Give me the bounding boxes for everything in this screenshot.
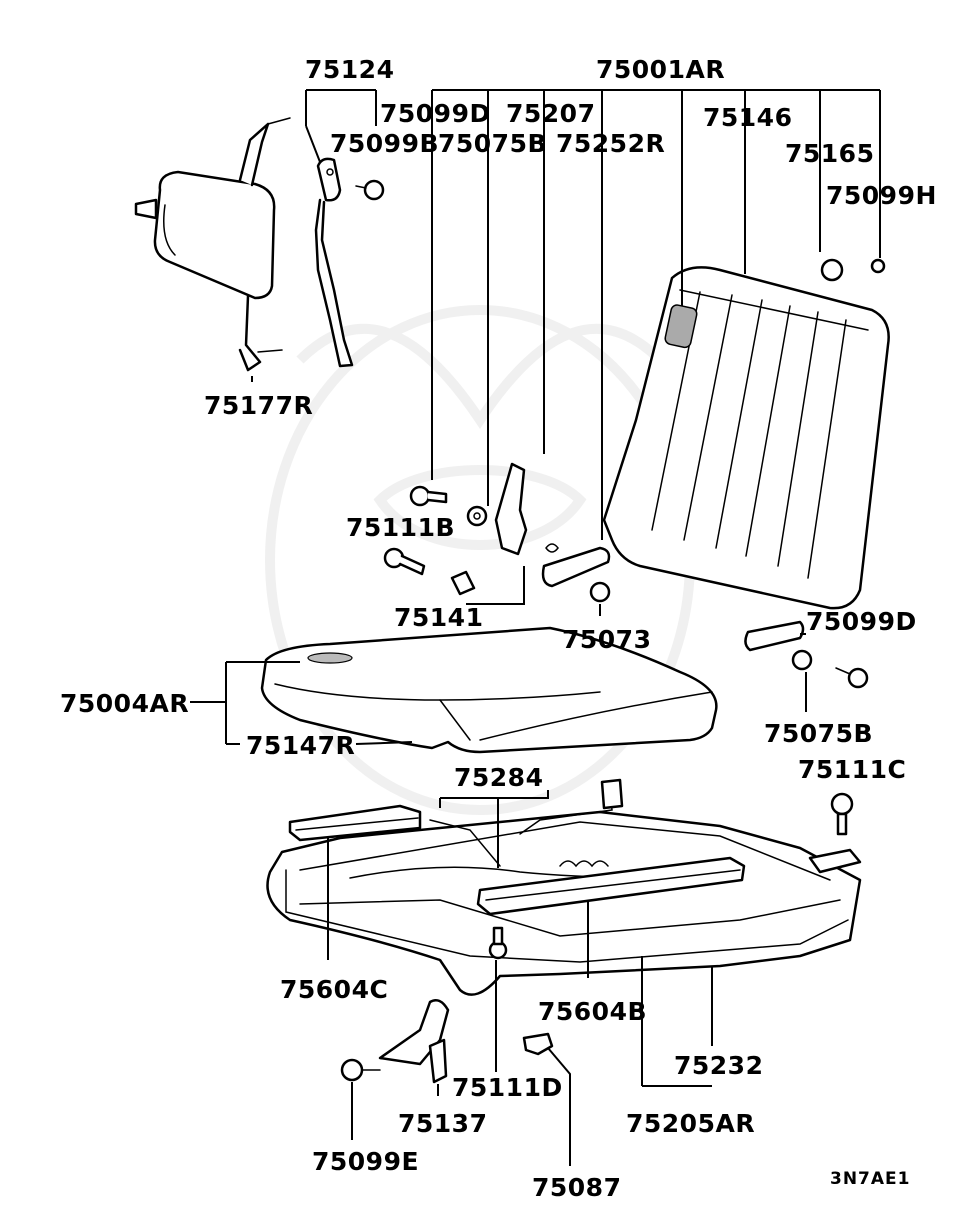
hook-75137 xyxy=(378,999,450,1084)
bolt-75099E-icon xyxy=(340,1058,381,1082)
bracket-75111C-side xyxy=(808,848,862,874)
label-75177R: 75177R xyxy=(204,391,313,420)
washer-75075B-top-icon xyxy=(466,505,488,527)
collar-75141-icon xyxy=(450,570,476,596)
screw-75099H-icon xyxy=(870,258,886,274)
label-75137: 75137 xyxy=(398,1109,487,1138)
label-75099E: 75099E xyxy=(312,1147,419,1176)
label-75004AR: 75004AR xyxy=(60,689,189,718)
label-75099H: 75099H xyxy=(826,181,937,210)
label-75099B: 75099B xyxy=(330,129,439,158)
spring-75252R-icon xyxy=(545,543,559,553)
washer-75073-icon xyxy=(589,581,611,603)
bolt-75111B-lower-icon xyxy=(383,547,426,576)
label-75604B: 75604B xyxy=(538,997,647,1026)
label-75252R: 75252R xyxy=(556,129,665,158)
hinge-plate-75099D xyxy=(744,620,805,652)
seat-back-75146 xyxy=(541,266,890,610)
label-75111D: 75111D xyxy=(452,1073,563,1102)
label-75124: 75124 xyxy=(305,55,394,84)
label-75232: 75232 xyxy=(674,1051,763,1080)
label-75205AR: 75205AR xyxy=(626,1109,755,1138)
label-75165: 75165 xyxy=(785,139,874,168)
bolt-75111B-upper-icon xyxy=(409,485,448,507)
label-75087: 75087 xyxy=(532,1173,621,1202)
part-labels: 75124 75001AR 75099D 75207 75099B 75075B… xyxy=(60,55,937,1202)
label-75075B-top: 75075B xyxy=(438,129,547,158)
label-75001AR: 75001AR xyxy=(596,55,725,84)
rail-link-75284 xyxy=(429,778,624,867)
bolt-75111D-icon xyxy=(488,926,508,960)
headrest-75177R xyxy=(134,117,291,372)
seat-rail-75604C xyxy=(288,804,422,842)
label-75075B-right: 75075B xyxy=(764,719,873,748)
label-75284: 75284 xyxy=(454,763,543,792)
seat-cushion-75004AR xyxy=(260,626,718,754)
leader-lines xyxy=(190,89,881,1166)
label-75207: 75207 xyxy=(506,99,595,128)
label-75147R: 75147R xyxy=(246,731,355,760)
bolt-75111C-icon xyxy=(830,792,854,836)
label-75073: 75073 xyxy=(562,625,651,654)
label-75141: 75141 xyxy=(394,603,483,632)
nut-75087-icon xyxy=(522,1032,554,1056)
label-75604C: 75604C xyxy=(280,975,388,1004)
washer-75075B-right-icon xyxy=(791,649,813,671)
label-75146: 75146 xyxy=(703,103,792,132)
label-75111C: 75111C xyxy=(798,755,906,784)
label-75099D-right: 75099D xyxy=(806,607,917,636)
label-75099D-top: 75099D xyxy=(380,99,491,128)
lever-75207 xyxy=(494,462,528,556)
label-75111B: 75111B xyxy=(346,513,455,542)
headrest-guide-75124 xyxy=(314,157,354,368)
bushing-75165-icon xyxy=(820,258,844,282)
seat-rail-75604B xyxy=(476,856,746,916)
diagram-code: 3N7AE1 xyxy=(830,1169,910,1189)
bolt-75099B-icon xyxy=(355,179,385,201)
bolt-75099D-right-icon xyxy=(835,667,869,689)
